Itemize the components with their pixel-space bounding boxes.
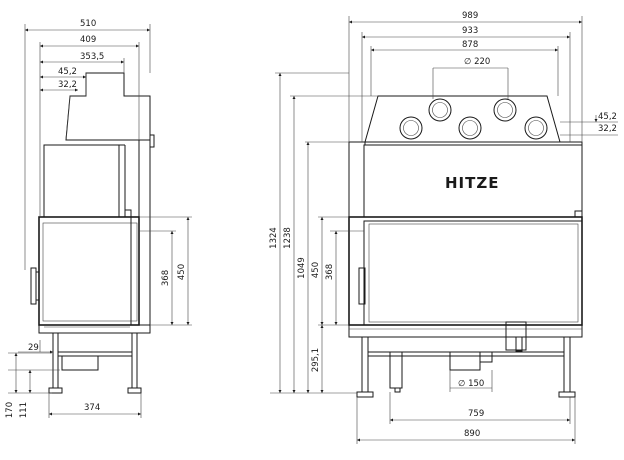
side-top-casing <box>65 72 151 141</box>
dim-front-890: 890 <box>464 429 480 439</box>
front-handle <box>358 267 366 305</box>
dim-front-450: 450 <box>311 262 321 278</box>
front-view: HITZE 989 <box>269 11 618 444</box>
dim-front-1049: 1049 <box>297 257 307 279</box>
dim-front-933: 933 <box>462 26 478 36</box>
brand-logo-text: HITZE <box>445 174 500 192</box>
dim-front-759: 759 <box>468 409 484 419</box>
dim-side-368: 368 <box>161 270 171 286</box>
side-handle <box>30 267 37 305</box>
side-dimensions: 510 409 353,5 45,2 32,2 368 450 29 <box>5 19 192 418</box>
side-legs <box>48 332 142 394</box>
side-door <box>38 216 140 326</box>
dim-front-989: 989 <box>462 11 478 21</box>
dim-side-170: 170 <box>5 402 15 418</box>
dim-front-flue-150: ∅ 150 <box>458 379 484 389</box>
dim-side-width: 510 <box>80 19 96 29</box>
dim-front-32: 32,2 <box>598 124 617 134</box>
dim-front-45: 45,2 <box>598 112 617 122</box>
front-door <box>348 216 583 326</box>
dim-front-flue-220: ∅ 220 <box>464 57 490 67</box>
dim-side-29: 29 <box>28 343 39 353</box>
dim-front-1324: 1324 <box>269 227 279 249</box>
dim-front-1238: 1238 <box>283 227 293 249</box>
dim-front-368: 368 <box>325 264 335 280</box>
dim-side-450: 450 <box>177 264 187 280</box>
dim-side-353: 353,5 <box>80 52 104 62</box>
dim-side-409: 409 <box>80 35 96 45</box>
flue-spigots <box>399 98 548 140</box>
front-dimensions: 989 933 878 ∅ 220 45,2 32,2 <box>269 11 618 444</box>
dim-side-374: 374 <box>84 403 100 413</box>
front-hood <box>364 95 561 143</box>
side-view: 510 409 353,5 45,2 32,2 368 450 29 <box>5 19 192 418</box>
dim-side-32: 32,2 <box>58 80 77 90</box>
front-legs <box>356 336 576 398</box>
side-upper-body <box>43 144 120 218</box>
dim-side-45: 45,2 <box>58 67 77 77</box>
dim-front-295: 295,1 <box>311 348 321 372</box>
dim-side-111: 111 <box>19 402 29 418</box>
dim-front-878: 878 <box>462 40 478 50</box>
